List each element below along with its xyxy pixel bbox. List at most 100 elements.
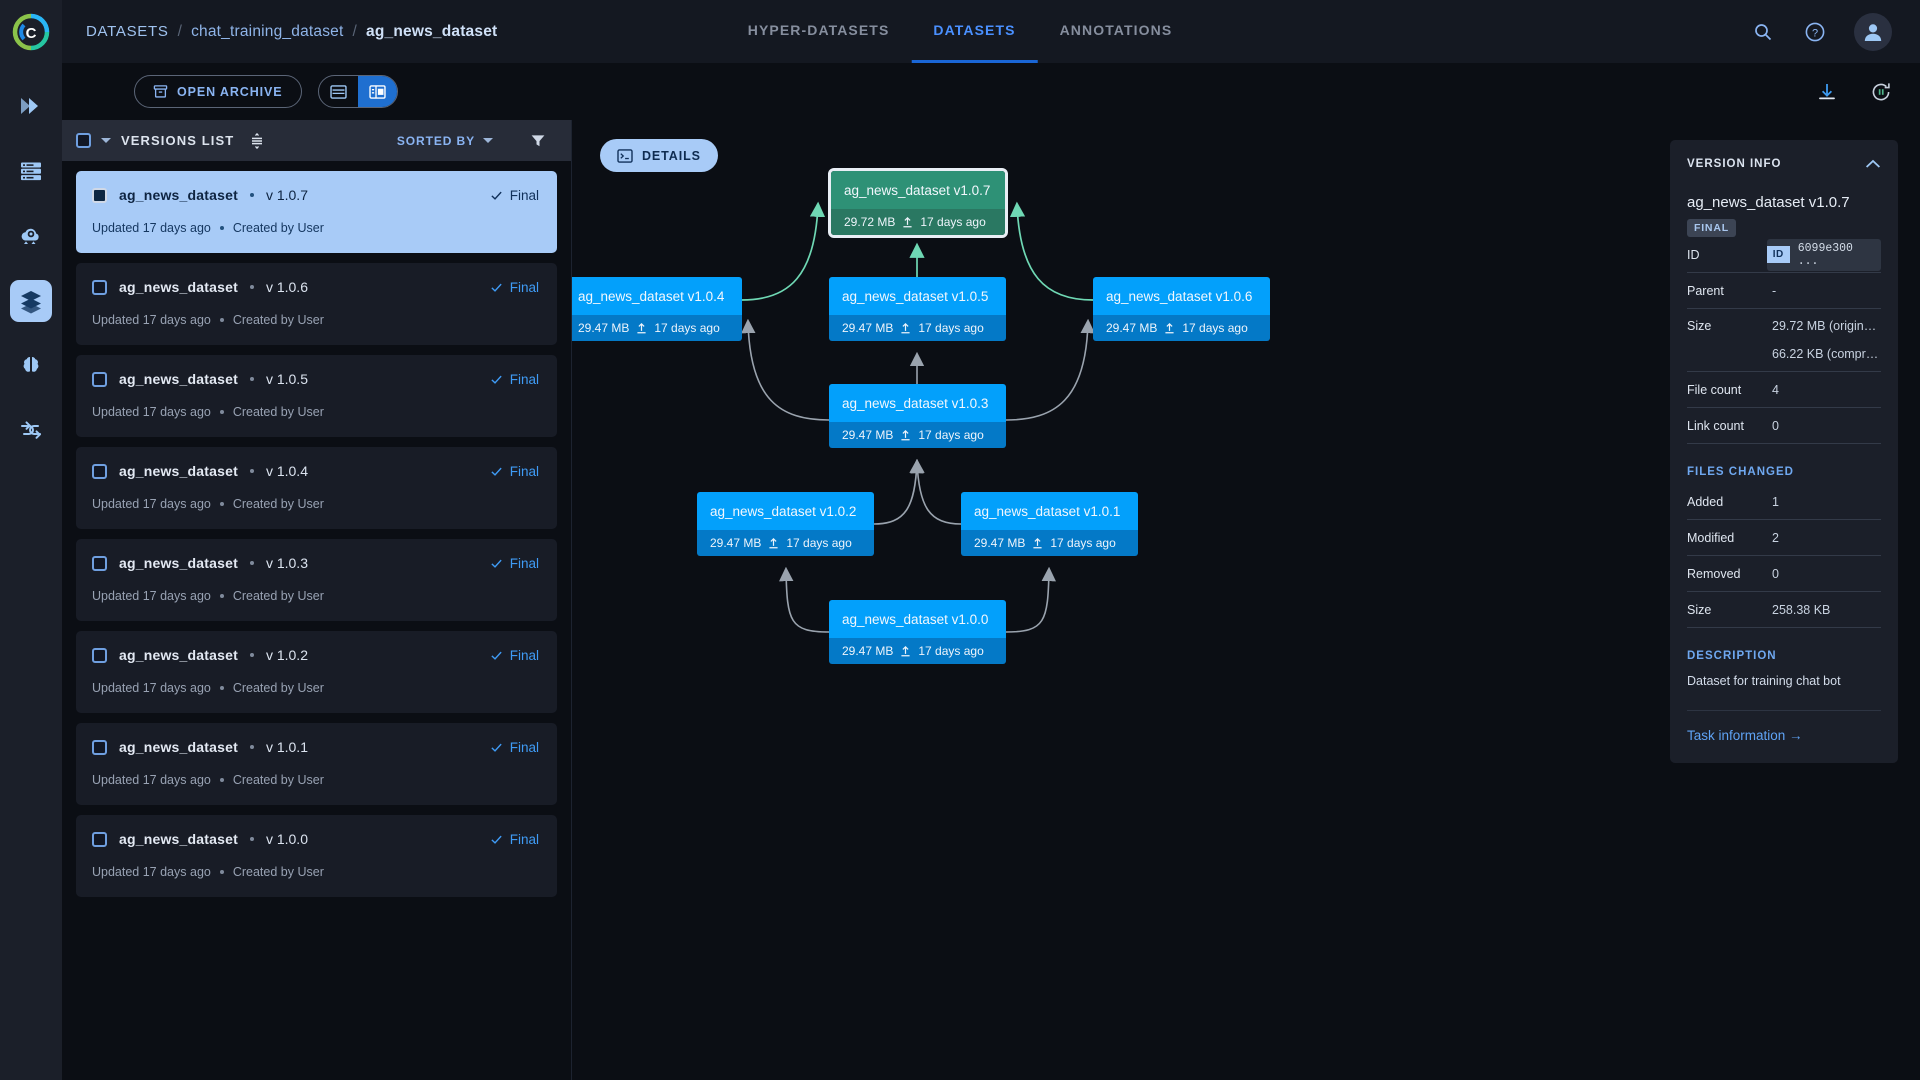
status-badge: Final [490,832,539,847]
version-card[interactable]: ag_news_dataset v 1.0.1 Final Updated 17… [76,723,557,805]
sidebar-item-workers[interactable] [10,150,52,192]
separator-dot [219,318,224,322]
files-changed-row-size: Size 258.38 KB [1687,592,1881,628]
task-information-link[interactable]: Task information → [1687,728,1803,743]
split-view-button[interactable] [357,76,397,107]
version-card[interactable]: ag_news_dataset v 1.0.6 Final Updated 17… [76,263,557,345]
filter-icon[interactable] [525,128,551,154]
version-checkbox[interactable] [92,187,107,203]
sidebar-item-datasets[interactable] [10,280,52,322]
separator-dot [249,285,254,289]
node-meta: 29.47 MB 17 days ago [829,422,1006,448]
chevron-down-icon[interactable] [101,138,111,143]
details-button[interactable]: DETAILS [600,139,718,172]
version-checkbox[interactable] [92,555,107,571]
files-changed-row-added: Added 1 [1687,484,1881,520]
id-chip-label: ID [1766,246,1790,263]
versions-list-scroll[interactable]: ag_news_dataset v 1.0.7 Final Updated 17… [62,161,571,1080]
top-navigation-tabs: HYPER-DATASETS DATASETS ANNOTATIONS [726,0,1195,63]
version-name: ag_news_dataset [119,555,238,571]
status-label: Final [509,463,539,479]
check-icon [491,651,502,660]
graph-node-v1-0-4[interactable]: ag_news_dataset v1.0.4 29.47 MB 17 days … [572,277,742,341]
graph-node-v1-0-7[interactable]: ag_news_dataset v1.0.7 29.72 MB 17 days … [828,168,1008,238]
status-badge: Final [490,372,539,387]
graph-node-v1-0-1[interactable]: ag_news_dataset v1.0.1 29.47 MB 17 days … [961,492,1138,556]
user-icon [1864,23,1882,41]
separator-dot [249,377,254,381]
node-meta: 29.47 MB 17 days ago [572,315,742,341]
upload-icon [1165,322,1174,333]
version-checkbox[interactable] [92,463,107,479]
sidebar-item-workflows[interactable] [10,410,52,452]
id-chip[interactable]: ID 6099e300 ... [1766,238,1881,271]
version-card[interactable]: ag_news_dataset v 1.0.3 Final Updated 17… [76,539,557,621]
node-size: 29.47 MB [842,321,894,335]
info-row-size: Size 29.72 MB (origin… 66.22 KB (compr… [1687,309,1881,372]
list-view-button[interactable] [319,76,358,107]
version-card[interactable]: ag_news_dataset v 1.0.2 Final Updated 17… [76,631,557,713]
node-title: ag_news_dataset v1.0.0 [829,600,1006,638]
search-icon[interactable] [1750,19,1776,45]
status-badge: Final [490,464,539,479]
version-checkbox[interactable] [92,831,107,847]
help-icon[interactable]: ? [1802,19,1828,45]
auto-refresh-paused-icon[interactable] [1868,79,1894,105]
version-card[interactable]: ag_news_dataset v 1.0.5 Final Updated 17… [76,355,557,437]
version-card[interactable]: ag_news_dataset v 1.0.7 Final Updated 17… [76,171,557,253]
breadcrumb-parent[interactable]: chat_training_dataset [191,22,344,40]
graph-node-v1-0-0[interactable]: ag_news_dataset v1.0.0 29.47 MB 17 days … [829,600,1006,664]
graph-node-v1-0-6[interactable]: ag_news_dataset v1.0.6 29.47 MB 17 days … [1093,277,1270,341]
files-changed-title: FILES CHANGED [1687,466,1794,478]
node-time: 17 days ago [920,215,986,229]
select-all-checkbox[interactable] [76,133,91,148]
info-key: Modified [1687,530,1735,545]
tab-datasets[interactable]: DATASETS [911,0,1038,63]
info-row-parent: Parent - [1687,273,1881,309]
separator-dot [219,410,224,414]
open-archive-button[interactable]: OPEN ARCHIVE [134,75,302,108]
breadcrumb-separator: / [177,22,183,40]
node-title: ag_news_dataset v1.0.2 [697,492,874,530]
sidebar-item-models[interactable] [10,345,52,387]
version-checkbox[interactable] [92,371,107,387]
check-icon [491,743,502,752]
tab-hyper-datasets[interactable]: HYPER-DATASETS [747,22,890,38]
chevron-up-icon[interactable] [1865,159,1881,169]
version-checkbox[interactable] [92,647,107,663]
open-archive-label: OPEN ARCHIVE [177,84,283,99]
download-icon[interactable] [1814,79,1840,105]
sidebar-item-autoscalers[interactable] [10,215,52,257]
app-logo[interactable]: C [0,0,62,63]
workflows-icon [21,421,42,439]
updated-text: Updated 17 days ago [92,773,211,787]
separator-dot [249,561,254,565]
node-title: ag_news_dataset v1.0.3 [829,384,1006,422]
archive-icon [153,85,168,98]
graph-node-v1-0-5[interactable]: ag_news_dataset v1.0.5 29.47 MB 17 days … [829,277,1006,341]
sidebar-item-pipelines[interactable] [10,85,52,127]
breadcrumb-root[interactable]: DATASETS [86,23,169,40]
graph-node-v1-0-3[interactable]: ag_news_dataset v1.0.3 29.47 MB 17 days … [829,384,1006,448]
version-checkbox[interactable] [92,739,107,755]
edge-v100-v102 [779,566,830,633]
user-avatar[interactable] [1854,12,1892,51]
node-meta: 29.47 MB 17 days ago [829,315,1006,341]
version-graph-canvas[interactable]: DETAILS [572,120,1920,1080]
versions-list-title: VERSIONS LIST [121,133,235,148]
models-brain-icon [23,356,39,372]
version-name: ag_news_dataset [119,187,238,203]
column-settings-icon[interactable] [244,128,270,154]
version-checkbox[interactable] [92,279,107,295]
version-card[interactable]: ag_news_dataset v 1.0.0 Final Updated 17… [76,815,557,897]
tab-annotations[interactable]: ANNOTATIONS [1059,22,1173,38]
graph-node-v1-0-2[interactable]: ag_news_dataset v1.0.2 29.47 MB 17 days … [697,492,874,556]
node-title: ag_news_dataset v1.0.4 [572,277,742,315]
sorted-by-dropdown[interactable]: SORTED BY [397,134,493,148]
check-icon [491,835,502,844]
node-meta: 29.47 MB 17 days ago [961,530,1138,556]
separator-dot [219,778,224,782]
versions-list-header: VERSIONS LIST SORTED BY [62,120,571,161]
version-card[interactable]: ag_news_dataset v 1.0.4 Final Updated 17… [76,447,557,529]
